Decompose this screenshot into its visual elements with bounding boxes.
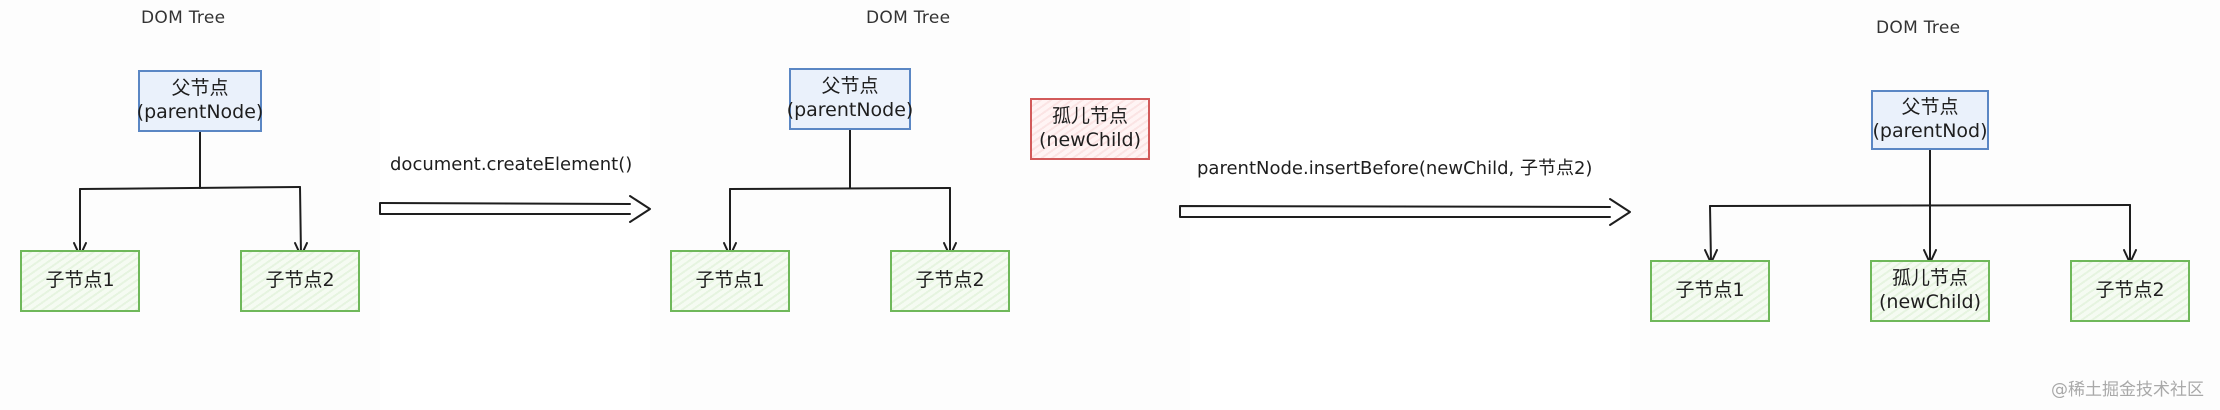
tree3-child1-link: [1709, 205, 1712, 263]
tree3-inserted-sublabel: (newChild): [1878, 291, 1982, 313]
tree1-parent-node: 父节点 (parentNode): [136, 70, 264, 132]
tree-panel-2: [650, 0, 1190, 410]
tree2-child2-label: 子节点2: [915, 269, 985, 292]
tree1-child2-node: 子节点2: [240, 250, 360, 312]
tree2-parent-node: 父节点 (parentNode): [786, 68, 914, 130]
tree3-parent-label: 父节点: [1901, 96, 1959, 119]
tree3-inserted-label: 孤儿节点: [1891, 267, 1968, 290]
tree2-title: DOM Tree: [866, 8, 951, 28]
tree2-orphan-label: 孤儿节点: [1051, 105, 1128, 128]
tree3-parent-sublabel: (parentNod): [1872, 120, 1988, 142]
tree2-branch-bar: [729, 187, 951, 190]
tree1-parent-label: 父节点: [171, 77, 229, 100]
step2-label: parentNode.insertBefore(newChild, 子节点2): [1197, 158, 1593, 179]
tree2-child1-node: 子节点1: [670, 250, 790, 312]
tree1-child2-label: 子节点2: [265, 269, 335, 292]
tree1-branch-bar: [79, 186, 301, 190]
tree3-branch-bar: [1709, 204, 2131, 207]
tree3-child1-node: 子节点1: [1650, 260, 1770, 322]
tree1-child2-link: [299, 186, 302, 256]
tree3-child3-node: 子节点2: [2070, 260, 2190, 322]
watermark-text: @稀土掘金技术社区: [2051, 380, 2204, 400]
tree3-child3-label: 子节点2: [2095, 279, 2165, 302]
tree3-parent-node: 父节点 (parentNod): [1871, 90, 1989, 150]
tree2-parent-sublabel: (parentNode): [786, 99, 914, 121]
tree2-parent-label: 父节点: [821, 75, 879, 98]
step2-arrow-body: [1179, 205, 1611, 218]
step1-label: document.createElement(): [390, 154, 633, 175]
tree1-child1-label: 子节点1: [45, 269, 115, 292]
tree1-parent-sublabel: (parentNode): [136, 101, 264, 123]
tree2-orphan-sublabel: (newChild): [1038, 129, 1142, 151]
tree2-child2-node: 子节点2: [890, 250, 1010, 312]
tree3-inserted-node: 孤儿节点 (newChild): [1870, 260, 1990, 322]
step1-arrow-body: [379, 202, 631, 215]
tree2-child1-label: 子节点1: [695, 269, 765, 292]
step1-arrow-head: [629, 195, 651, 223]
step2-arrow-head: [1609, 198, 1631, 226]
tree2-orphan-node: 孤儿节点 (newChild): [1030, 98, 1150, 160]
tree-panel-1: [0, 0, 380, 410]
tree3-child1-label: 子节点1: [1675, 279, 1745, 302]
tree1-child1-node: 子节点1: [20, 250, 140, 312]
tree1-title: DOM Tree: [141, 8, 226, 28]
tree3-title: DOM Tree: [1876, 18, 1961, 38]
